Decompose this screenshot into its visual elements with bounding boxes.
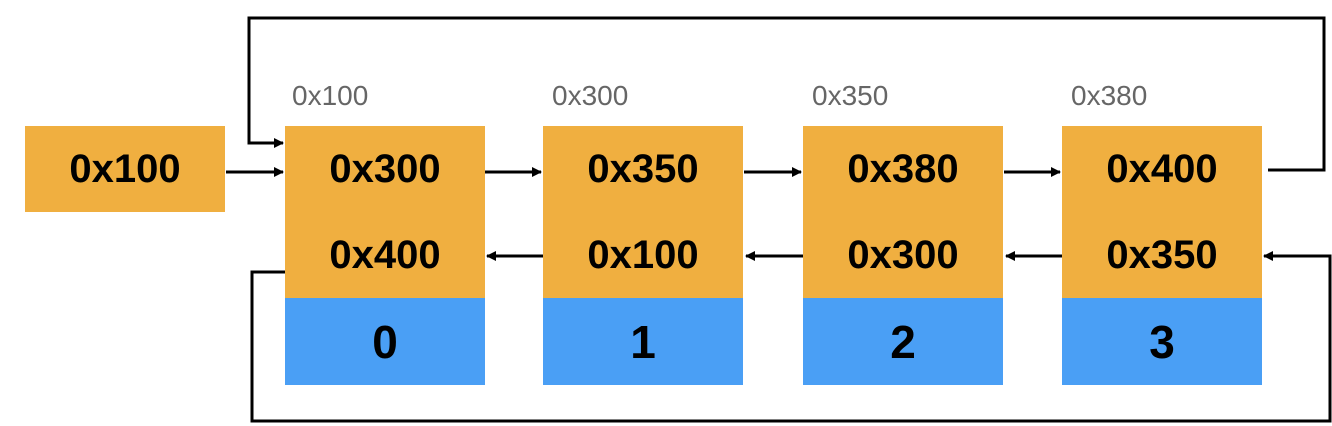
node-prev-box: 0x350 — [1062, 212, 1262, 298]
node-address-label: 0x100 — [292, 80, 369, 111]
node-index-box: 0 — [285, 298, 485, 385]
node-prev-value: 0x100 — [587, 232, 699, 277]
node-prev-box: 0x100 — [543, 212, 743, 298]
node-next-box: 0x300 — [285, 126, 485, 212]
node-address-label: 0x380 — [1071, 80, 1148, 111]
node-index-value: 2 — [890, 315, 916, 368]
node-index-box: 1 — [543, 298, 743, 385]
node-prev-value: 0x300 — [847, 232, 959, 277]
node-next-box: 0x380 — [803, 126, 1003, 212]
node-address-label: 0x350 — [812, 80, 889, 111]
wrap-prev-arrow — [250, 251, 1332, 423]
node-prev-box: 0x300 — [803, 212, 1003, 298]
node-address-label: 0x300 — [552, 80, 629, 111]
wrap-next-arrow — [247, 16, 1326, 172]
node-index-box: 2 — [803, 298, 1003, 385]
head-pointer-value: 0x100 — [69, 146, 181, 191]
node-next-value: 0x400 — [1106, 146, 1218, 191]
node-index-value: 1 — [630, 315, 656, 368]
node-prev-box: 0x400 — [285, 212, 485, 298]
node-index-value: 0 — [372, 315, 398, 368]
node-index-value: 3 — [1149, 315, 1175, 368]
node-prev-value: 0x350 — [1106, 232, 1218, 277]
node-next-box: 0x350 — [543, 126, 743, 212]
node-next-box: 0x400 — [1062, 126, 1262, 212]
node-prev-value: 0x400 — [329, 232, 441, 277]
node-index-box: 3 — [1062, 298, 1262, 385]
head-pointer-box: 0x100 — [25, 126, 225, 212]
node-next-value: 0x380 — [847, 146, 959, 191]
node-next-value: 0x350 — [587, 146, 699, 191]
node-next-value: 0x300 — [329, 146, 441, 191]
